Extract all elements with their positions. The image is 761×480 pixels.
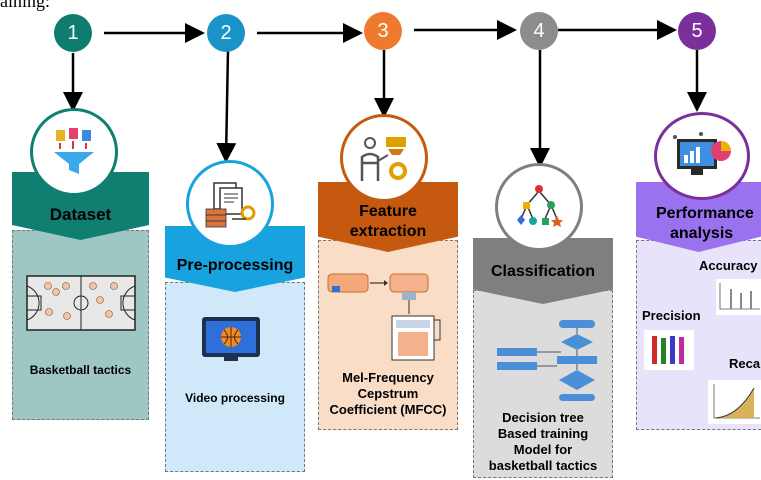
step-3-circle: 3 [364, 12, 402, 50]
top-caption-text: aining: [0, 0, 50, 11]
recall-label: Reca [729, 356, 761, 371]
preprocessing-icon-circle [186, 160, 274, 248]
step-2-circle: 2 [207, 14, 245, 52]
preprocessing-card-body [165, 282, 305, 472]
flowchart-image [497, 320, 597, 401]
step-4-circle: 4 [520, 12, 558, 50]
step-5-number: 5 [691, 19, 703, 42]
step-2-number: 2 [220, 21, 232, 44]
classification-caption-line3: Model for [513, 442, 573, 457]
performance-title-line2: analysis [670, 225, 734, 242]
preprocessing-title: Pre-processing [176, 257, 294, 274]
feature-banner: Feature extraction [318, 182, 458, 252]
performance-icon-circle [654, 112, 750, 200]
classification-caption-line1: Decision tree [502, 410, 584, 425]
step-4-number: 4 [533, 19, 545, 42]
classification-caption-line4: basketball tactics [488, 458, 598, 473]
feature-card-body [318, 240, 458, 430]
precision-label: Precision [642, 308, 701, 323]
step-1-number: 1 [67, 21, 79, 44]
person-gear-icon [360, 137, 407, 181]
dataset-title: Dataset [49, 205, 112, 224]
decision-tree-icon [517, 185, 563, 227]
feature-caption-line1: Mel-Frequency [342, 370, 434, 385]
feature-title-line2: extraction [349, 223, 427, 240]
dataset-icon-circle [30, 108, 118, 196]
preprocessing-caption: Video processing [185, 391, 285, 405]
video-processing-icon [202, 317, 260, 361]
mfcc-pipeline-image [327, 273, 441, 361]
basketball-court-image [26, 275, 136, 331]
recall-chart-thumbnail [708, 380, 761, 424]
feature-title-line1: Feature [359, 203, 417, 220]
funnel-icon [54, 128, 94, 174]
accuracy-label: Accuracy [699, 258, 758, 273]
dashboard-monitor-icon [673, 132, 731, 175]
feature-caption-line3: Coefficient (MFCC) [329, 402, 447, 417]
dataset-caption: Basketball tactics [29, 363, 132, 377]
classification-caption-line2: Based training [497, 426, 589, 441]
classification-title: Classification [490, 263, 596, 280]
classification-caption: Decision tree Based training Model for b… [473, 410, 613, 474]
arrow-step2-down [216, 49, 237, 163]
feature-icon-circle [340, 114, 428, 202]
feature-caption-line2: Cepstrum [357, 386, 419, 401]
step-1-circle: 1 [54, 14, 92, 52]
precision-chart-thumbnail [644, 330, 694, 370]
documents-gear-icon [205, 182, 256, 228]
accuracy-chart-thumbnail [716, 279, 761, 315]
step-5-circle: 5 [678, 12, 716, 50]
performance-title-line1: Performance [656, 205, 754, 222]
classification-icon-circle [495, 163, 583, 251]
step-3-number: 3 [377, 19, 389, 42]
feature-caption: Mel-Frequency Cepstrum Coefficient (MFCC… [318, 370, 458, 418]
